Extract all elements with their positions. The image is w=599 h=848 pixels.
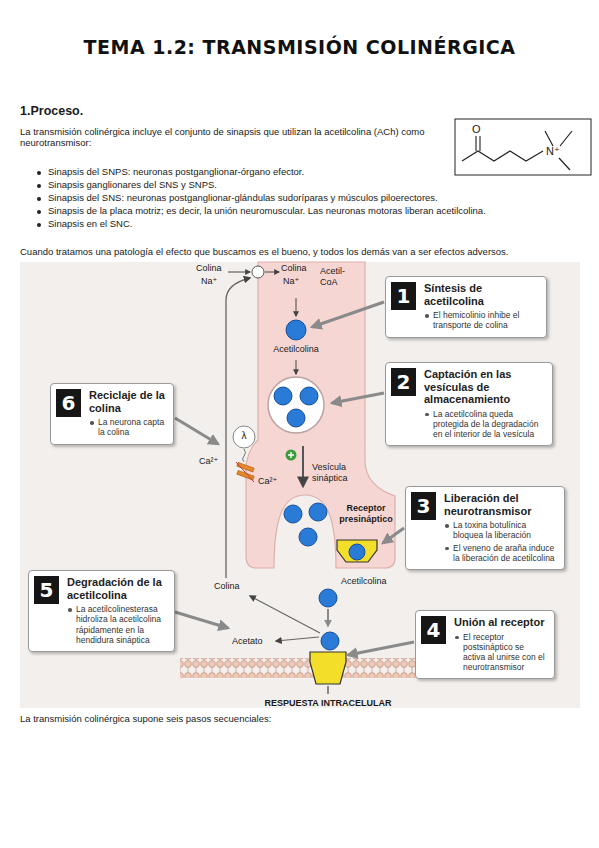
carbonyl-bond [476,136,480,151]
synthesis-arrow [296,298,297,316]
list-item: Sinapsis de la placa motriz; es decir, l… [48,205,593,216]
callout-number: 6 [56,389,81,417]
atom-label: N⁺ [546,145,566,158]
paragraph: La transmisión colinérgica supone seis p… [20,713,580,724]
callout-number: 1 [391,282,416,310]
acetylcholine-molecule [284,505,302,523]
molecule-label: Colina [196,263,236,274]
callout-number: 3 [411,492,436,520]
step-callout: 5 Degradación de la acetilcolina La acetil… [28,570,175,652]
molecule-label: Acetato [232,636,276,647]
ion-label: Na⁺ [283,276,313,287]
list-item: Sinapsis ganglionares del SNS y SNPS. [48,179,578,190]
acetylcholine-molecule [321,632,339,650]
stimulation-sign [286,450,297,461]
list-item: Sinapsis en el SNC. [48,218,578,229]
molecule-label: Colina [214,581,254,592]
acetylcholine-skeleton [462,151,543,161]
callout-heading: Liberación del neurotransmisor [444,492,557,517]
callout-heading: Degradación de la acetilcolina [67,576,167,601]
callout-number: 2 [391,368,416,396]
callout-pointer [348,642,414,655]
calcium-path [236,462,254,482]
paragraph: Cuando tratamos una patología el efecto … [20,246,592,257]
callout-pointer [312,302,384,327]
ion-label: Na⁺ [201,276,231,287]
molecule-label: Acetilcolina [266,344,326,355]
choline-transporter [252,266,264,278]
ion-label: Ca²⁺ [258,476,284,487]
callout-note: La neurona capta la colina [89,417,166,437]
list-item: Sinapsis del SNPS: neuronas postganglion… [48,166,578,177]
hydrolysis-arrow [250,596,320,633]
callout-heading: Unión al receptor [454,616,547,629]
plus-mark [288,452,294,458]
callout-note: El receptor postsináptico se activa al u… [454,632,547,673]
callout-heading: Reciclaje de la colina [89,389,166,414]
step-callout: 3 Liberación del neurotransmisor La toxina… [405,486,565,570]
figure-ground [20,262,580,708]
response-label: RESPUESTA INTRACELULAR [238,698,418,709]
methyl-bonds [545,131,572,170]
postsynaptic-receptor [310,652,346,684]
callout-pointer [175,612,228,628]
paragraph: La transmisión colinérgica incluye el co… [20,126,448,149]
page-title: TEMA 1.2: TRANSMISIÓN COLINÉRGICA [0,36,599,58]
structure-label: Vesícula sináptica [312,462,362,484]
acetylcholine-molecule [349,544,365,560]
callout-note: La acetilcolina queda protegida de la de… [424,409,545,440]
callout-pointer [175,418,218,444]
callout-note: La toxina botulínica bloquea la liberaci… [444,520,557,540]
section-heading: 1.Proceso. [20,104,180,119]
acetylcholine-molecule [309,503,327,521]
atom-label: O [472,123,486,136]
response-tick [327,686,328,694]
step-callout: 6 Reciclaje de la colina La neurona capta … [50,383,174,445]
step-callout: 4 Unión al receptor El receptor postsinápt… [415,610,555,679]
transport-arrow [265,272,279,273]
storage-vesicle [268,377,324,433]
acetylcholine-molecule [300,387,318,405]
uptake-arrow [296,360,297,374]
callout-note: El veneno de araña induce la liberación … [444,543,557,563]
acetylcholine-molecule [286,320,306,340]
presynaptic-receptor [337,540,377,562]
acetylcholine-molecule [274,387,292,405]
callout-heading: Síntesis de acetilcolina [424,282,539,307]
structure-frame [455,119,591,175]
callout-heading: Captación en las vesículas de almacenami… [424,368,545,406]
acetylcholine-molecule [299,528,317,546]
diffusion-arrow [327,609,329,626]
callout-note: La acetilcolinesterasa hidroliza la acet… [67,604,167,645]
transport-arrow [228,272,250,273]
list-item: Sinapsis del SNS: neuronas postgangliona… [48,192,578,203]
callout-pointer [332,393,384,403]
callout-number: 4 [421,616,446,644]
callout-number: 5 [34,576,59,604]
action-potential-symbol [233,426,255,448]
acetylcholine-molecule [319,589,337,607]
release-arrow [302,446,304,486]
acetylcholine-molecule [287,409,305,427]
molecule-label: Acetil-CoA [320,266,358,288]
molecule-label: Acetilcolina [341,576,401,587]
ion-label: Ca²⁺ [199,456,225,467]
molecule-label: Colina [281,263,321,274]
callout-pointer [383,528,404,543]
signal-arrow [243,449,246,462]
presynaptic-neuron [246,262,395,568]
hydrolysis-arrow [276,637,319,641]
step-callout: 1 Síntesis de acetilcolina El hemicolinio … [385,276,547,338]
structure-label: Receptor presináptico [338,503,394,525]
callout-note: El hemicolinio inhibe el transporte de c… [424,310,539,330]
step-callout: 2 Captación en las vesículas de almacenam… [385,362,553,446]
action-potential-label: λ [238,430,250,442]
